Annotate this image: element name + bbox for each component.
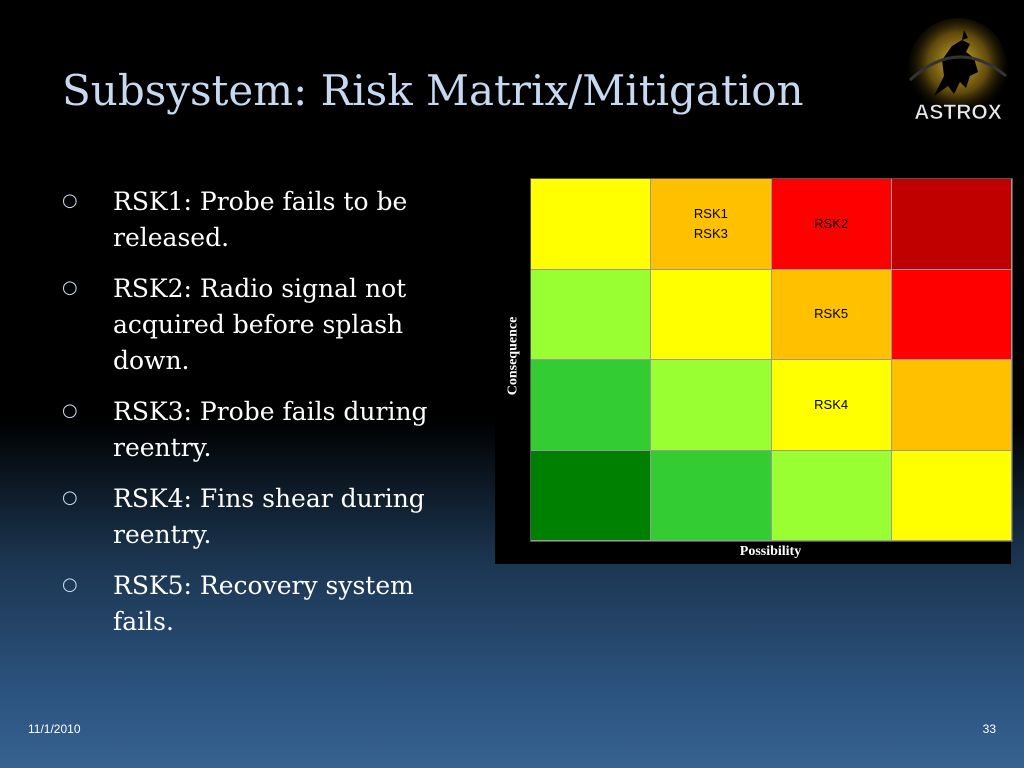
matrix-cell — [531, 269, 652, 360]
bullet-marker-icon: ○ — [62, 190, 78, 211]
list-item: ○ RSK3: Probe fails during reentry. — [62, 394, 482, 466]
matrix-cell: RSK5 — [771, 269, 892, 360]
bullet-text: RSK1: Probe fails to be released. — [113, 187, 408, 252]
matrix-cell — [771, 450, 892, 541]
matrix-cell — [891, 450, 1012, 541]
matrix-cell — [651, 450, 772, 541]
list-item: ○ RSK1: Probe fails to be released. — [62, 184, 482, 256]
list-item: ○ RSK2: Radio signal not acquired before… — [62, 271, 482, 379]
astrox-logo: ASTROX — [904, 16, 1012, 128]
matrix-cell — [891, 179, 1012, 270]
bullet-text: RSK5: Recovery system fails. — [113, 571, 414, 636]
matrix-cell — [531, 179, 652, 270]
y-axis-label: Consequence — [500, 266, 526, 446]
list-item: ○ RSK5: Recovery system fails. — [62, 568, 482, 640]
matrix-cell — [651, 360, 772, 451]
bullet-text: RSK4: Fins shear during reentry. — [113, 484, 425, 549]
matrix-cell — [891, 269, 1012, 360]
risk-label: RSK3 — [693, 225, 728, 241]
list-item: ○ RSK4: Fins shear during reentry. — [62, 481, 482, 553]
matrix-cell: RSK2 — [771, 179, 892, 270]
matrix-cell — [531, 450, 652, 541]
bullet-text: RSK2: Radio signal not acquired before s… — [113, 274, 407, 375]
risk-label: RSK4 — [814, 396, 849, 412]
slide-title: Subsystem: Risk Matrix/Mitigation — [62, 66, 804, 115]
risk-label: RSK2 — [814, 215, 849, 231]
matrix-cell: RSK4 — [771, 360, 892, 451]
risk-label: RSK1 — [693, 205, 728, 221]
page-number: 33 — [982, 722, 996, 736]
logo-wordmark: ASTROX — [914, 101, 1002, 124]
y-axis-label-text: Consequence — [505, 316, 520, 396]
risk-label: RSK5 — [814, 306, 849, 322]
x-axis-label: Possibility — [739, 544, 802, 559]
matrix-cell — [531, 360, 652, 451]
bullet-marker-icon: ○ — [62, 277, 78, 298]
bullet-marker-icon: ○ — [62, 400, 78, 421]
matrix-cell — [891, 360, 1012, 451]
bullet-marker-icon: ○ — [62, 487, 78, 508]
matrix-cell — [651, 269, 772, 360]
risk-list: ○ RSK1: Probe fails to be released. ○ RS… — [62, 184, 482, 655]
footer-date: 11/1/2010 — [28, 722, 81, 736]
bullet-marker-icon: ○ — [62, 574, 78, 595]
bullet-text: RSK3: Probe fails during reentry. — [113, 397, 428, 462]
